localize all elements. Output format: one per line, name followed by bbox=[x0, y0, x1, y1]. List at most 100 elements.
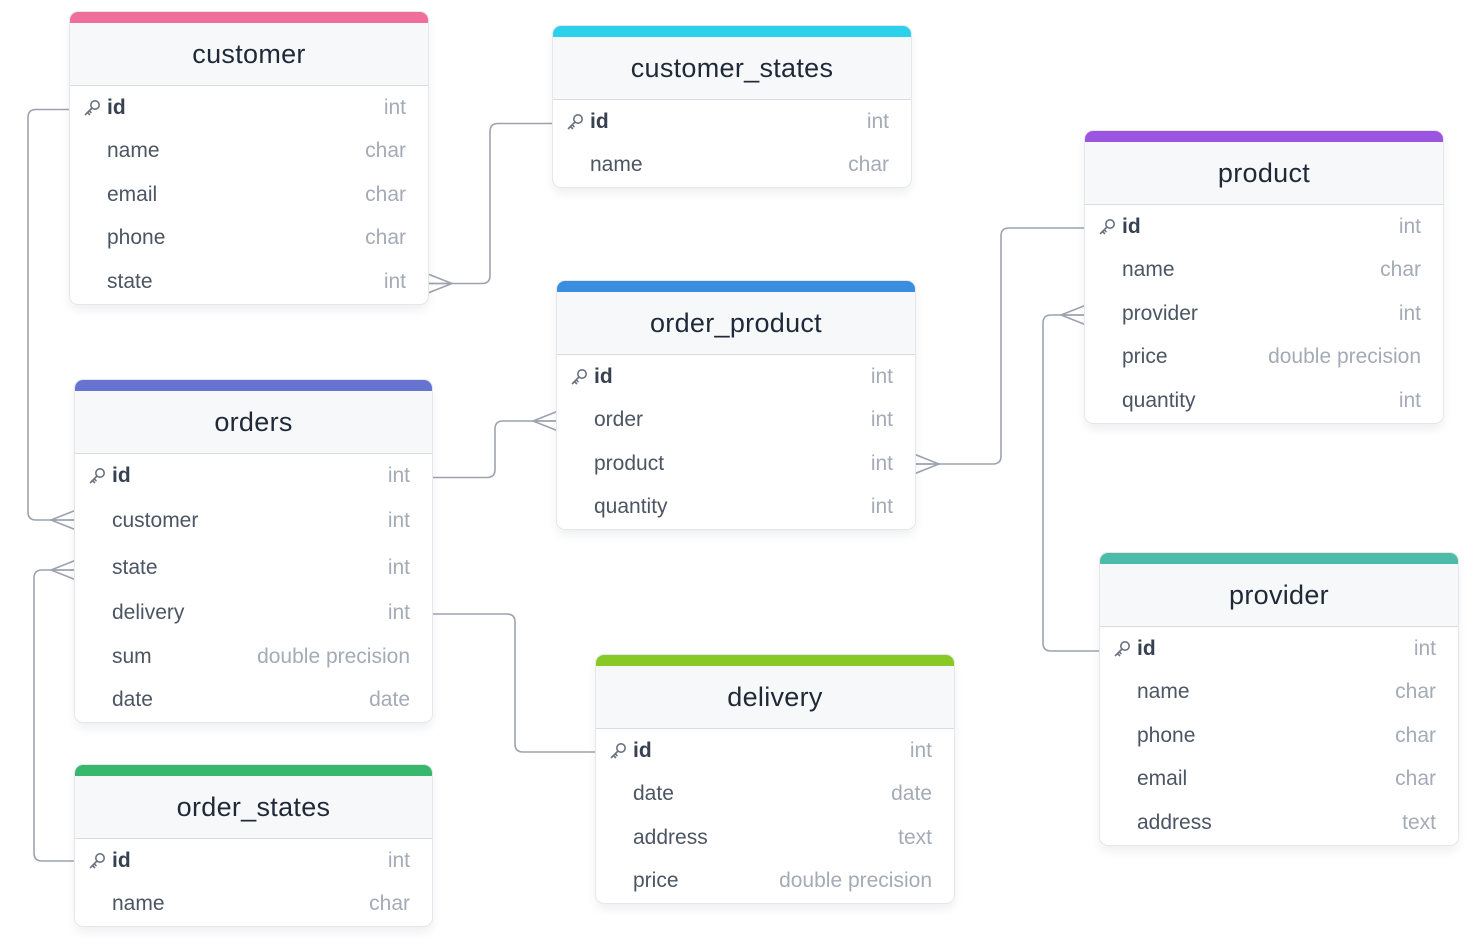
column-type: int bbox=[870, 451, 893, 475]
column-type: int bbox=[909, 738, 932, 762]
column-row[interactable]: date date bbox=[75, 679, 432, 723]
column-row[interactable]: order int bbox=[557, 399, 915, 443]
column-name: id bbox=[112, 463, 131, 487]
column-row[interactable]: phone char bbox=[70, 217, 428, 261]
column-row[interactable]: email char bbox=[70, 173, 428, 217]
column-name: id bbox=[112, 848, 131, 872]
column-type: double precision bbox=[257, 644, 410, 668]
column-name: name bbox=[1122, 258, 1175, 282]
column-row[interactable]: phone char bbox=[1100, 714, 1458, 758]
column-type: text bbox=[898, 825, 932, 849]
column-row[interactable]: name char bbox=[1085, 249, 1443, 293]
column-type: char bbox=[1395, 723, 1436, 747]
table-order-product[interactable]: order_product id int order int product i… bbox=[557, 281, 915, 529]
column-type: int bbox=[387, 556, 410, 579]
table-color-bar bbox=[596, 655, 954, 666]
column-type: int bbox=[387, 601, 410, 625]
column-name: id bbox=[107, 95, 126, 119]
column-type: date bbox=[891, 782, 932, 806]
column-type: char bbox=[365, 182, 406, 206]
table-color-bar bbox=[75, 380, 432, 391]
column-row[interactable]: price double precision bbox=[1085, 336, 1443, 380]
table-customer[interactable]: customer id int name char email char pho… bbox=[70, 12, 428, 304]
table-color-bar bbox=[557, 281, 915, 292]
column-row[interactable]: product int bbox=[557, 442, 915, 486]
column-name: product bbox=[594, 451, 665, 475]
table-title: product bbox=[1085, 142, 1443, 205]
primary-key-icon bbox=[571, 368, 587, 385]
column-name: id bbox=[590, 109, 609, 133]
column-row[interactable]: quantity int bbox=[557, 486, 915, 530]
table-title: order_product bbox=[557, 292, 915, 355]
column-row[interactable]: id int bbox=[1100, 627, 1458, 671]
column-name: id bbox=[1137, 636, 1156, 660]
column-row[interactable]: id int bbox=[596, 729, 954, 773]
column-name: phone bbox=[107, 226, 166, 250]
column-name: email bbox=[1137, 767, 1188, 791]
column-name: sum bbox=[112, 644, 152, 668]
column-name: phone bbox=[1137, 723, 1196, 747]
column-name: name bbox=[112, 892, 165, 916]
primary-key-icon bbox=[1099, 218, 1115, 235]
column-name: id bbox=[594, 364, 613, 388]
table-provider[interactable]: provider id int name char phone char ema… bbox=[1100, 553, 1458, 845]
table-delivery[interactable]: delivery id int date date address text p… bbox=[596, 655, 954, 903]
column-row[interactable]: email char bbox=[1100, 758, 1458, 802]
table-color-bar bbox=[1085, 131, 1443, 142]
table-color-bar bbox=[75, 765, 432, 776]
column-row[interactable]: id int bbox=[70, 86, 428, 130]
primary-key-icon bbox=[89, 852, 105, 869]
table-order-states[interactable]: order_states id int name char bbox=[75, 765, 432, 926]
column-name: quantity bbox=[1122, 388, 1196, 412]
table-product[interactable]: product id int name char provider int pr… bbox=[1085, 131, 1443, 423]
column-name: state bbox=[107, 269, 153, 293]
column-type: char bbox=[1380, 258, 1421, 282]
column-row[interactable]: date date bbox=[596, 773, 954, 817]
column-row[interactable]: id int bbox=[553, 100, 911, 144]
column-type: date bbox=[369, 688, 410, 712]
column-type: int bbox=[866, 109, 889, 133]
column-row[interactable]: delivery int bbox=[75, 592, 432, 636]
table-orders[interactable]: orders id int customer int state int del… bbox=[75, 380, 432, 722]
crowsfoot-order-product-order bbox=[530, 410, 558, 432]
column-row[interactable]: address text bbox=[1100, 801, 1458, 845]
connector-order-product-order-to-orders-id bbox=[432, 420, 557, 479]
column-type: int bbox=[383, 95, 406, 119]
column-row[interactable]: address text bbox=[596, 816, 954, 860]
primary-key-icon bbox=[84, 99, 100, 116]
table-color-bar bbox=[553, 26, 911, 37]
connector-product-provider-to-provider-id bbox=[1042, 314, 1100, 652]
column-row[interactable]: name char bbox=[70, 130, 428, 174]
connector-order-product-product-to-product-id bbox=[915, 227, 1085, 465]
column-row[interactable]: id int bbox=[75, 839, 432, 883]
column-type: char bbox=[365, 226, 406, 250]
primary-key-icon bbox=[1114, 640, 1130, 657]
table-customer-states[interactable]: customer_states id int name char bbox=[553, 26, 911, 187]
column-type: int bbox=[387, 848, 410, 872]
column-row[interactable]: id int bbox=[75, 454, 432, 498]
column-row[interactable]: id int bbox=[1085, 205, 1443, 249]
column-row[interactable]: provider int bbox=[1085, 292, 1443, 336]
column-name: quantity bbox=[594, 495, 668, 519]
column-row[interactable]: state int bbox=[70, 260, 428, 304]
table-title: orders bbox=[75, 391, 432, 454]
column-name: name bbox=[1137, 680, 1190, 704]
column-type: char bbox=[369, 892, 410, 916]
column-type: int bbox=[870, 495, 893, 519]
column-row[interactable]: state int bbox=[75, 545, 432, 592]
column-row[interactable]: sum double precision bbox=[75, 635, 432, 679]
column-row[interactable]: customer int bbox=[75, 498, 432, 545]
column-row[interactable]: name char bbox=[1100, 671, 1458, 715]
column-row[interactable]: id int bbox=[557, 355, 915, 399]
column-row[interactable]: name char bbox=[553, 144, 911, 188]
primary-key-icon bbox=[610, 742, 626, 759]
column-name: price bbox=[1122, 345, 1168, 369]
column-row[interactable]: price double precision bbox=[596, 860, 954, 904]
crowsfoot-orders-customer bbox=[48, 509, 76, 531]
column-type: char bbox=[1395, 767, 1436, 791]
primary-key-icon bbox=[567, 113, 583, 130]
column-row[interactable]: name char bbox=[75, 883, 432, 927]
column-row[interactable]: quantity int bbox=[1085, 379, 1443, 423]
connector-orders-delivery-to-delivery-id bbox=[432, 613, 596, 753]
column-type: int bbox=[387, 509, 410, 532]
